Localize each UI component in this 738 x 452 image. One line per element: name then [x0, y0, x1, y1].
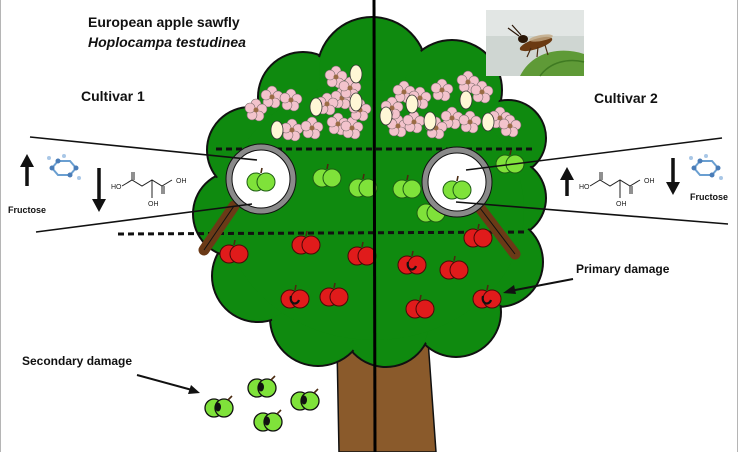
- svg-text:HO: HO: [111, 184, 122, 191]
- fructose-label-left: Fructose: [8, 205, 46, 215]
- secondary-damage-label: Secondary damage: [22, 354, 132, 368]
- primary-damage-label: Primary damage: [576, 262, 669, 276]
- svg-text:OH: OH: [644, 178, 655, 185]
- cultivar-2-label: Cultivar 2: [594, 90, 658, 106]
- malic-acid-structure-icon-left: HO OH OH: [111, 172, 187, 208]
- increase-arrow-right: [560, 167, 574, 196]
- decrease-arrow-right: [666, 158, 680, 195]
- malic-acid-structure-icon-right: HO OH OH: [579, 172, 655, 208]
- fructose-molecule-icon-left: [47, 154, 81, 180]
- svg-text:OH: OH: [148, 201, 159, 208]
- diagram-title: European apple sawfly: [88, 14, 240, 30]
- svg-text:OH: OH: [176, 178, 187, 185]
- svg-text:OH: OH: [616, 201, 627, 208]
- sawfly-photo: [486, 10, 584, 76]
- fructose-molecule-icon-right: [689, 154, 723, 180]
- species-name: Hoplocampa testudinea: [88, 34, 246, 50]
- cultivar-1-label: Cultivar 1: [81, 88, 145, 104]
- fallen-apples: [205, 376, 319, 431]
- increase-arrow-left: [20, 154, 34, 186]
- decrease-arrow-left: [92, 168, 106, 212]
- cultivar-divider: [374, 0, 375, 452]
- secondary-damage-arrow: [137, 375, 200, 394]
- fructose-label-right: Fructose: [690, 192, 728, 202]
- svg-text:HO: HO: [579, 184, 590, 191]
